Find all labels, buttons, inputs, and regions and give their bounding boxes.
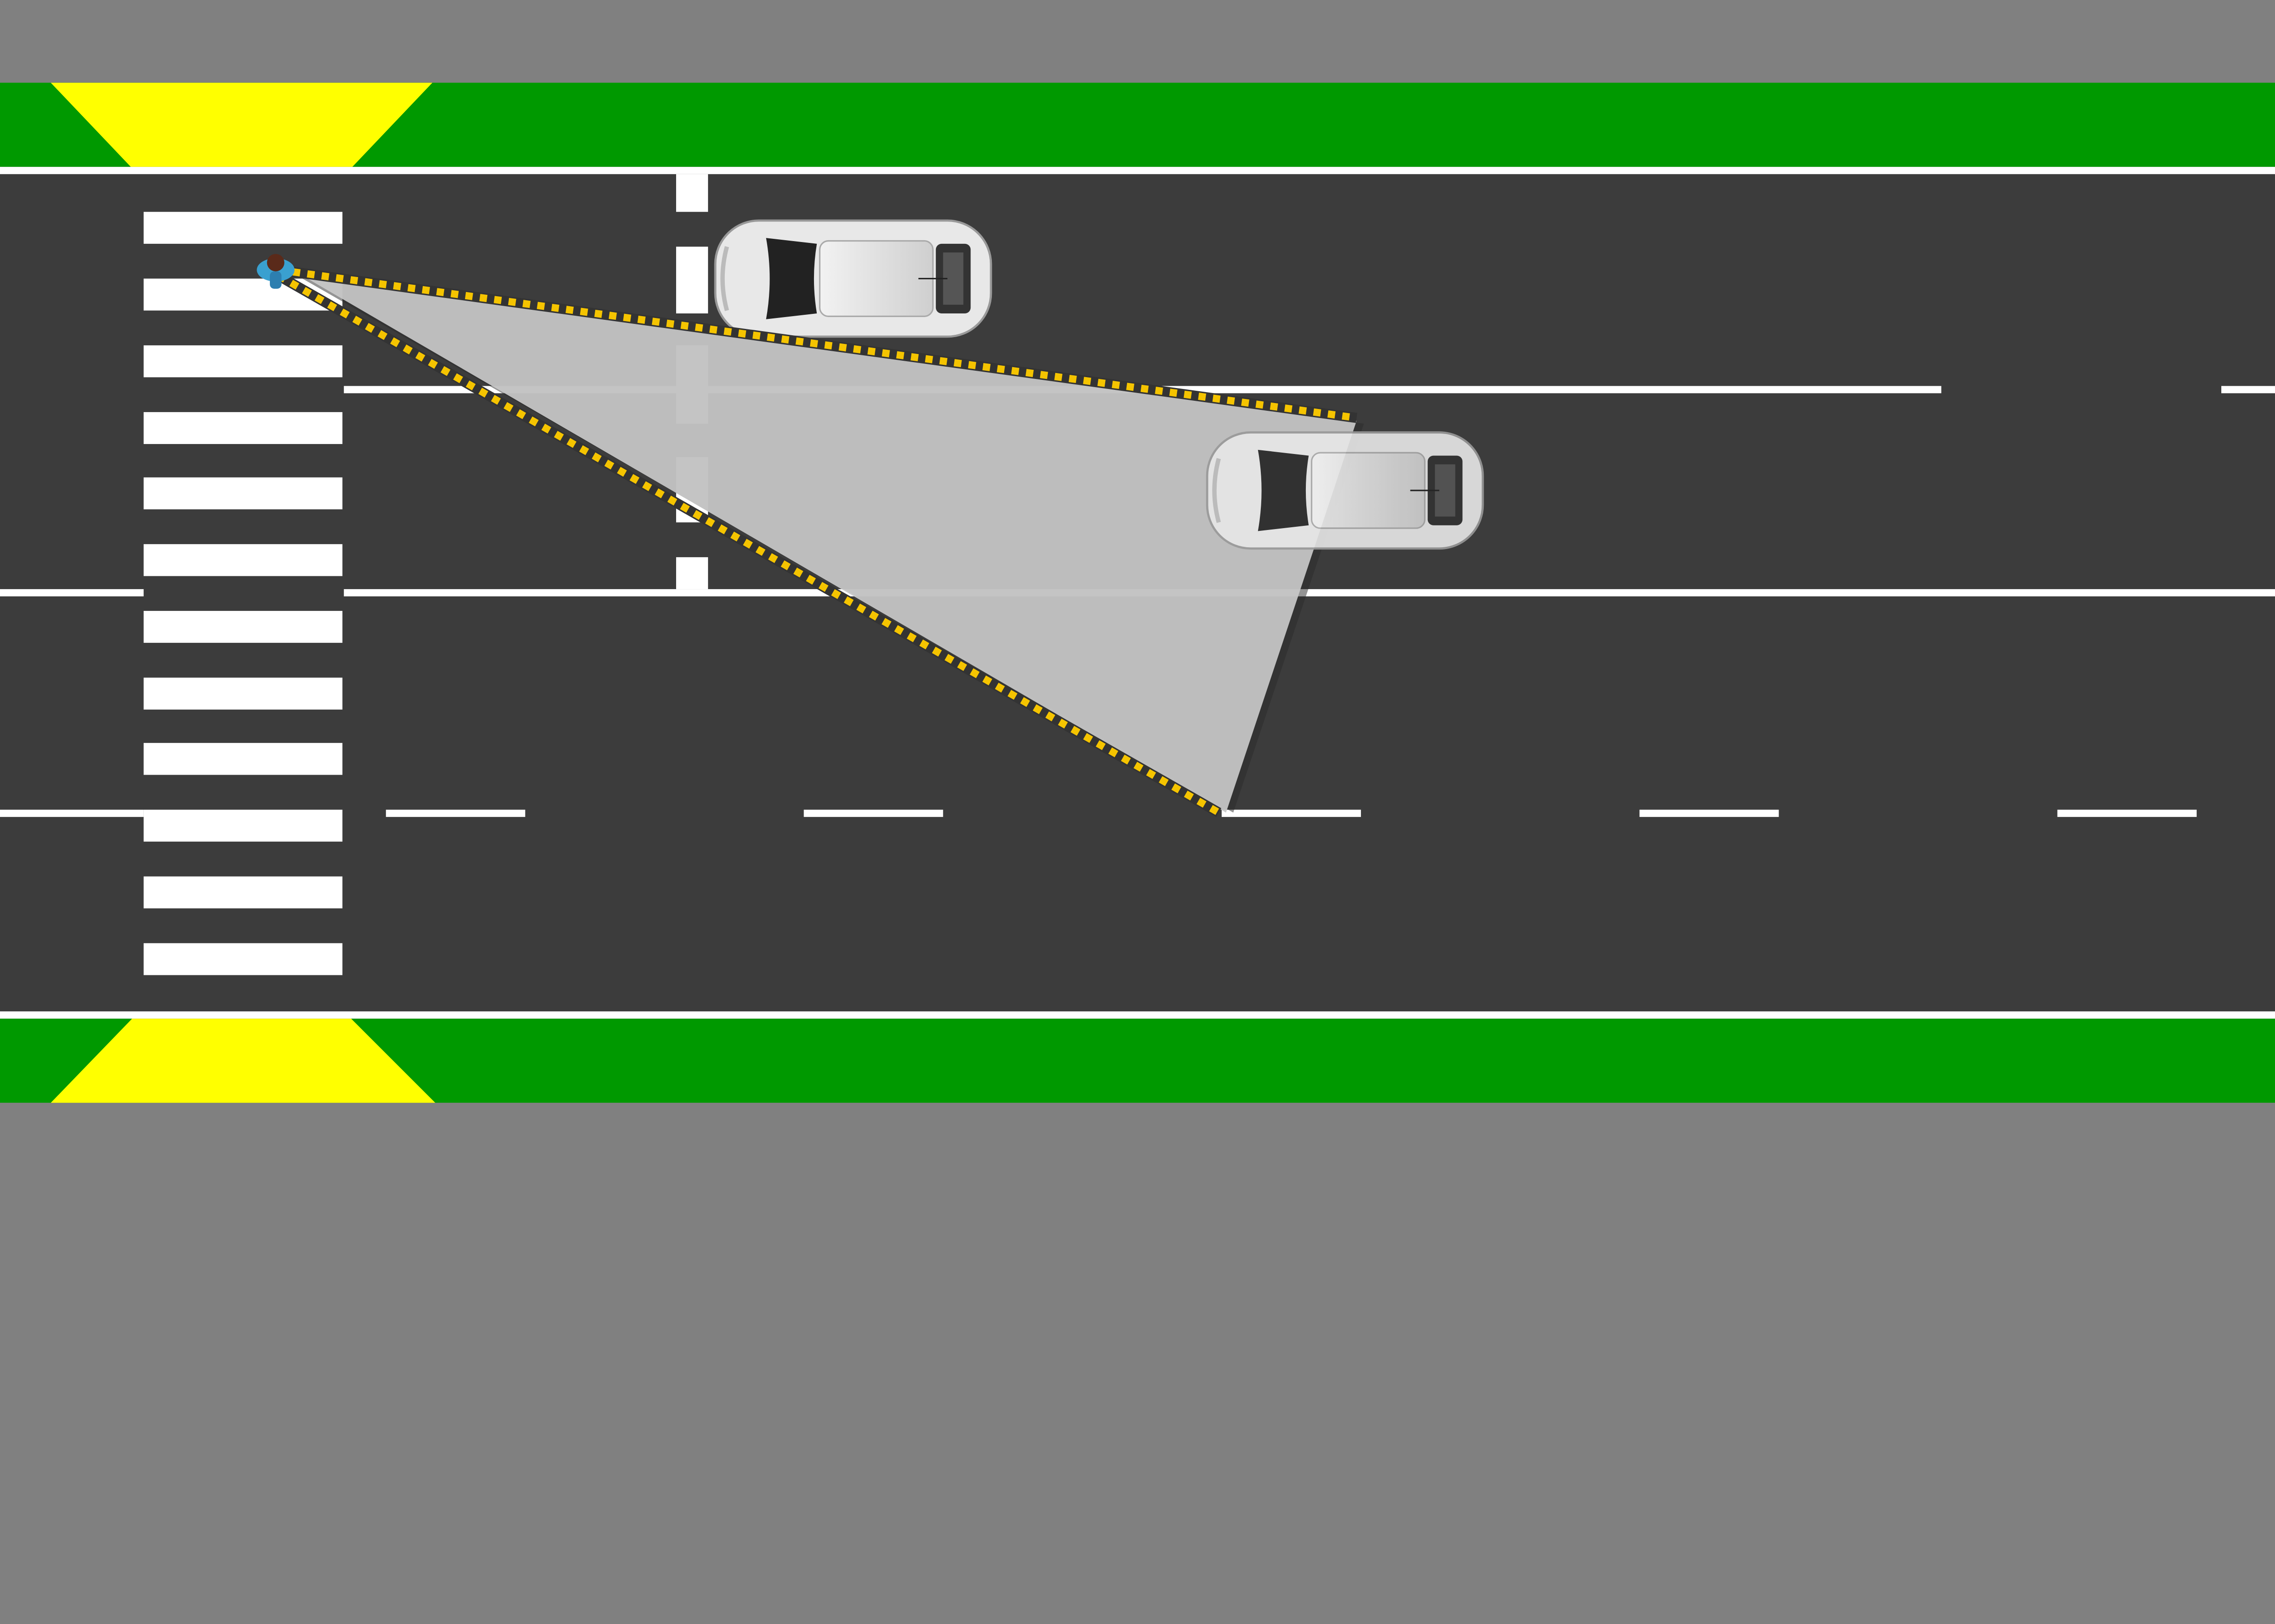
bottom-curb-ramp [51,1015,435,1103]
bottom-edge-line [0,1011,2275,1019]
sight-lines [276,265,1358,817]
pedestrian-icon [257,254,295,289]
car-icon [715,221,991,337]
top-sidewalk [0,0,2275,83]
top-curb-ramp [51,82,433,171]
bottom-sidewalk [0,1103,2275,1187]
sight-cone [297,272,1357,813]
top-edge-line [0,166,2275,174]
crosswalk [143,212,343,975]
road-diagram [0,0,2275,1187]
car-icon [1207,433,1483,549]
